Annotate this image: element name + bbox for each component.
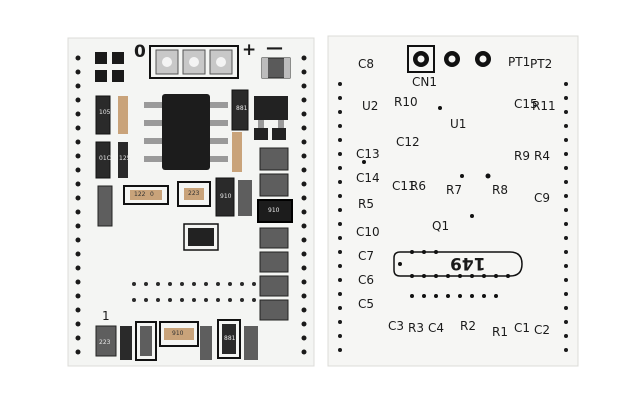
left-board-edge-holes bbox=[75, 55, 307, 355]
label-u1: U1 bbox=[450, 117, 467, 131]
component-marking: 910 bbox=[220, 193, 232, 200]
label-r9: R9 bbox=[514, 149, 530, 163]
component-marking: 910 bbox=[172, 330, 184, 337]
label-c6: C6 bbox=[358, 273, 375, 287]
label-r6: R6 bbox=[410, 179, 426, 193]
left-board-hole-rows bbox=[132, 282, 256, 302]
label-c2: C2 bbox=[534, 323, 551, 337]
label-c13: C13 bbox=[356, 147, 380, 161]
left-board bbox=[67, 37, 315, 367]
label-r10: R10 bbox=[394, 95, 418, 109]
label-u2: U2 bbox=[362, 99, 379, 113]
label-pt1: PT1 bbox=[508, 55, 531, 69]
label-c3: C3 bbox=[388, 319, 405, 333]
component-marking: 881 bbox=[224, 335, 236, 342]
label-q1: Q1 bbox=[432, 219, 450, 233]
label-c14: C14 bbox=[356, 171, 380, 185]
pin-one-label: 1 bbox=[102, 309, 110, 323]
board-number: 149 bbox=[450, 253, 486, 273]
label-c5: C5 bbox=[358, 297, 375, 311]
label-c9: C9 bbox=[534, 191, 551, 205]
label-r11: R11 bbox=[532, 99, 556, 113]
pad-zero-label: 0 bbox=[134, 42, 146, 62]
right-board-edge-holes bbox=[338, 82, 568, 352]
component-marking: 122 bbox=[134, 191, 146, 198]
left-board-header bbox=[149, 45, 239, 79]
label-r8: R8 bbox=[492, 183, 508, 197]
cn1-connector bbox=[407, 45, 491, 73]
label-r2: R2 bbox=[460, 319, 476, 333]
plus-label: + bbox=[242, 40, 257, 60]
component-marking: 223 bbox=[99, 339, 111, 346]
right-board bbox=[327, 35, 579, 367]
label-r4: R4 bbox=[534, 149, 550, 163]
right-cap-column bbox=[257, 147, 293, 321]
label-cn1: CN1 bbox=[412, 75, 437, 89]
component-marking: 910 bbox=[268, 207, 280, 214]
minus-label: — bbox=[266, 38, 283, 58]
label-c7: C7 bbox=[358, 249, 375, 263]
label-c4: C4 bbox=[428, 321, 445, 335]
label-r5: R5 bbox=[358, 197, 374, 211]
left-board-top-pads bbox=[95, 52, 124, 82]
label-c8: C8 bbox=[358, 57, 375, 71]
component-marking: 881 bbox=[236, 105, 248, 112]
component-marking: 01C bbox=[99, 155, 111, 162]
component-marking: 125 bbox=[119, 155, 131, 162]
label-r1: R1 bbox=[492, 325, 508, 339]
label-c15: C15 bbox=[514, 97, 538, 111]
main-ic bbox=[144, 94, 228, 170]
component-marking: 105 bbox=[99, 109, 111, 116]
component-marking: 0 bbox=[150, 191, 154, 198]
label-c11: C11 bbox=[392, 179, 416, 193]
label-c12: C12 bbox=[396, 135, 420, 149]
label-c10: C10 bbox=[356, 225, 380, 239]
label-r3: R3 bbox=[408, 321, 424, 335]
component-marking: 223 bbox=[188, 190, 200, 197]
label-r7: R7 bbox=[446, 183, 462, 197]
label-pt2: PT2 bbox=[530, 57, 553, 71]
label-c1: C1 bbox=[514, 321, 531, 335]
